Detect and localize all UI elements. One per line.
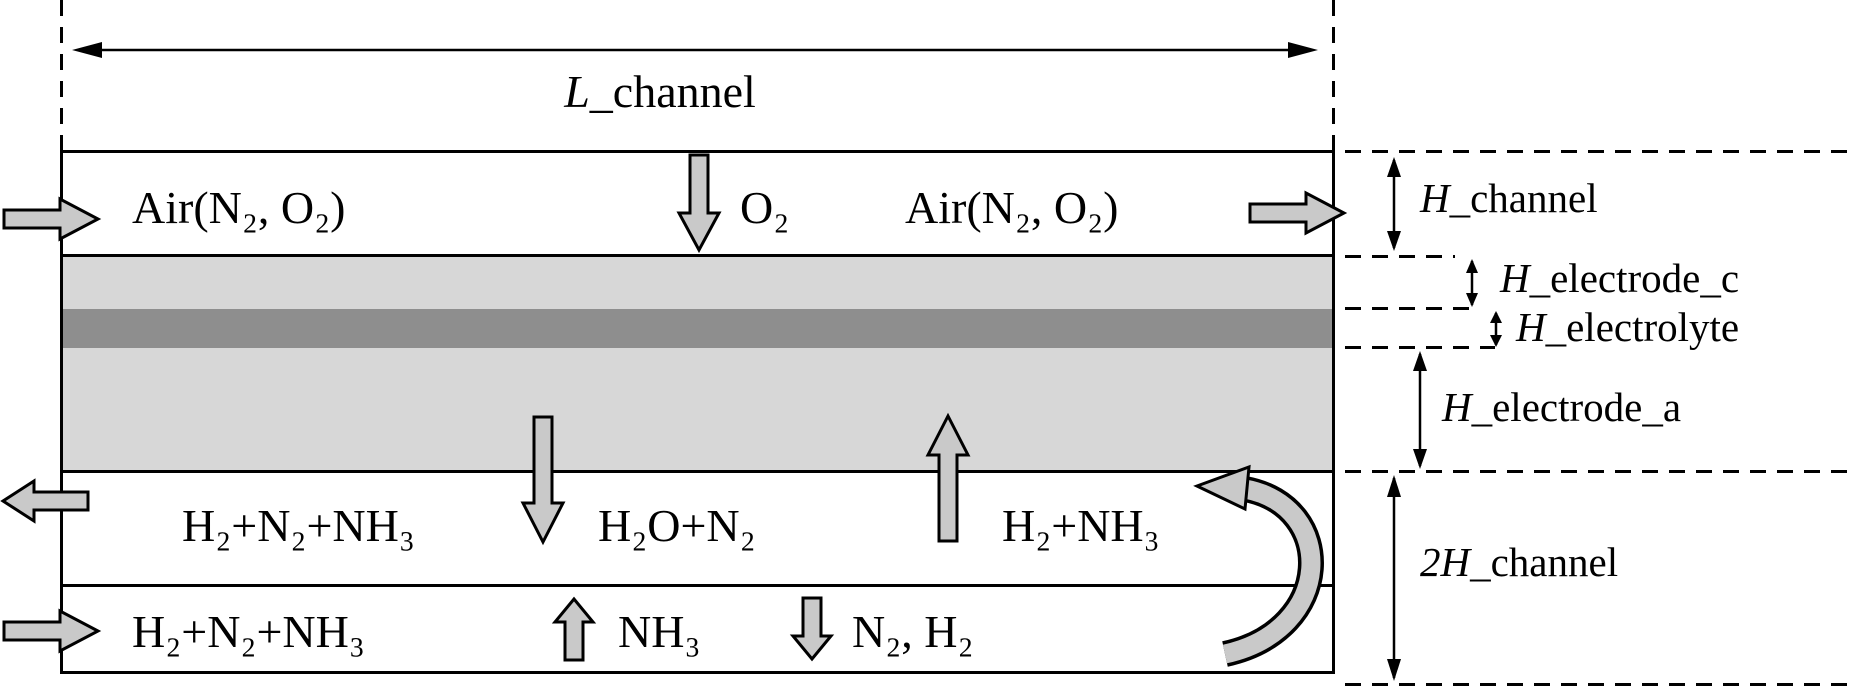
h-electrolyte-dimension-arrow bbox=[1490, 311, 1502, 347]
n2-h2-label: N₂, H₂ bbox=[852, 606, 974, 657]
ref-line-channel-bottom bbox=[1345, 683, 1855, 686]
l-channel-rest: _channel bbox=[589, 66, 756, 117]
fuel-inlet-label: H₂+N₂+NH₃ bbox=[132, 606, 365, 657]
h-electrode-c-label: H_electrode_c bbox=[1500, 255, 1740, 302]
h-electrode-a-rest: _electrode_a bbox=[1471, 384, 1682, 430]
fuel-outlet-arrow-icon bbox=[0, 478, 90, 524]
h-channel-rest: _channel bbox=[1449, 175, 1598, 221]
two-h-channel-rest: _channel bbox=[1470, 539, 1619, 585]
h-electrolyte-var: H bbox=[1516, 304, 1546, 350]
channel-length-dashed-line-right bbox=[1332, 0, 1335, 152]
cathode-layer bbox=[63, 257, 1332, 309]
nh3-label: NH₃ bbox=[618, 606, 701, 657]
air-cathode-boundary-line bbox=[63, 254, 1332, 257]
channel-length-dashed-line-left bbox=[60, 0, 63, 152]
anode-fuel-boundary-line bbox=[63, 470, 1332, 473]
two-h-channel-label: 2H_channel bbox=[1420, 539, 1619, 586]
two-h-channel-var: 2H bbox=[1420, 539, 1471, 585]
electrolyte-layer bbox=[63, 309, 1332, 348]
l-channel-label: L_channel bbox=[430, 66, 890, 118]
h-electrolyte-label: H_electrolyte bbox=[1516, 304, 1740, 351]
h2o-n2-label: H₂O+N₂ bbox=[598, 500, 756, 551]
h-electrode-a-var: H bbox=[1442, 384, 1472, 430]
h2-nh3-up-arrow-icon bbox=[925, 412, 971, 543]
two-h-channel-dimension-arrow bbox=[1387, 475, 1401, 681]
ref-line-anode-top bbox=[1345, 346, 1495, 349]
air-inlet-arrow-icon bbox=[2, 196, 102, 242]
ref-line-cathode-top bbox=[1345, 255, 1455, 258]
recirculation-curved-arrow-icon bbox=[1193, 464, 1324, 667]
h2-nh3-label: H₂+NH₃ bbox=[1002, 500, 1160, 551]
h-electrolyte-rest: _electrolyte bbox=[1545, 304, 1740, 350]
air-inlet-label: Air(N₂, O₂) bbox=[132, 182, 346, 233]
h-channel-var: H bbox=[1420, 175, 1450, 221]
o2-down-arrow-icon bbox=[676, 153, 722, 254]
air-outlet-label: Air(N₂, O₂) bbox=[905, 182, 1119, 233]
cell-outline bbox=[60, 150, 1335, 674]
anode-layer bbox=[63, 348, 1332, 472]
h-channel-dimension-arrow bbox=[1387, 157, 1401, 251]
h-electrode-a-label: H_electrode_a bbox=[1442, 384, 1682, 431]
h-electrode-c-rest: _electrode_c bbox=[1529, 255, 1740, 301]
ref-line-channel-top bbox=[1345, 150, 1855, 153]
h-electrode-a-dimension-arrow bbox=[1413, 351, 1427, 469]
h-electrode-c-var: H bbox=[1500, 255, 1530, 301]
fuel-channel-divider-line bbox=[63, 584, 1332, 587]
fuel-inlet-arrow-icon bbox=[2, 608, 102, 654]
l-channel-dimension-arrow bbox=[72, 42, 1318, 58]
o2-label: O₂ bbox=[740, 182, 790, 233]
ref-line-electrolyte-top bbox=[1345, 307, 1475, 310]
h-channel-label: H_channel bbox=[1420, 175, 1598, 222]
nh3-up-arrow-icon bbox=[551, 596, 597, 662]
n2-h2-down-arrow-icon bbox=[789, 596, 835, 662]
ref-line-anode-bottom bbox=[1345, 470, 1855, 473]
air-outlet-arrow-icon bbox=[1248, 190, 1348, 236]
h2o-n2-down-arrow-icon bbox=[520, 415, 566, 546]
fuel-outlet-label: H₂+N₂+NH₃ bbox=[182, 500, 415, 551]
h-electrode-c-dimension-arrow bbox=[1466, 259, 1478, 307]
l-channel-var: L bbox=[564, 66, 590, 117]
